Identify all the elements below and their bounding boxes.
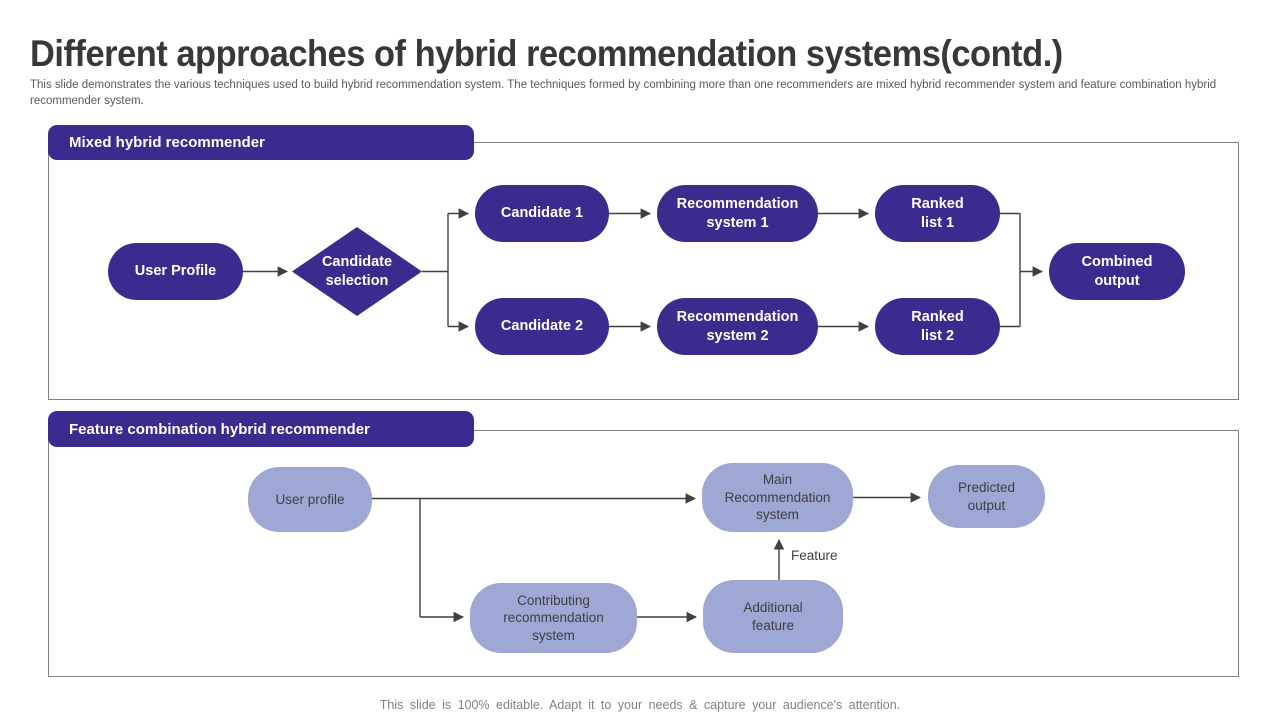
page-title: Different approaches of hybrid recommend… xyxy=(30,33,1063,74)
page-subtitle: This slide demonstrates the various tech… xyxy=(30,79,1217,107)
mixed-section-header-label: Mixed hybrid recommender xyxy=(69,134,265,151)
feature-section-header: Feature combination hybrid recommender xyxy=(48,411,474,447)
node-recommendation-system-1: Recommendation system 1 xyxy=(657,185,818,242)
node-candidate-1: Candidate 1 xyxy=(475,185,609,242)
feature-arrow-label: Feature xyxy=(791,548,838,563)
node-ranked-list-1: Ranked list 1 xyxy=(875,185,1000,242)
node-recommendation-system-2: Recommendation system 2 xyxy=(657,298,818,355)
node-additional-feature: Additional feature xyxy=(703,580,843,653)
node-main-recommendation-system: Main Recommendation system xyxy=(702,463,853,532)
node-predicted-output: Predicted output xyxy=(928,465,1045,528)
node-user-profile: User Profile xyxy=(108,243,243,300)
feature-section-panel xyxy=(48,430,1239,677)
node-candidate-2: Candidate 2 xyxy=(475,298,609,355)
node-contributing-recommendation-system: Contributing recommendation system xyxy=(470,583,637,653)
feature-section-header-label: Feature combination hybrid recommender xyxy=(69,420,370,438)
node-user-profile-2: User profile xyxy=(248,467,372,532)
node-combined-output: Combined output xyxy=(1049,243,1185,300)
node-ranked-list-2: Ranked list 2 xyxy=(875,298,1000,355)
mixed-section-header: Mixed hybrid recommender xyxy=(48,125,474,160)
slide-footer: This slide is 100% editable. Adapt it to… xyxy=(379,698,901,712)
